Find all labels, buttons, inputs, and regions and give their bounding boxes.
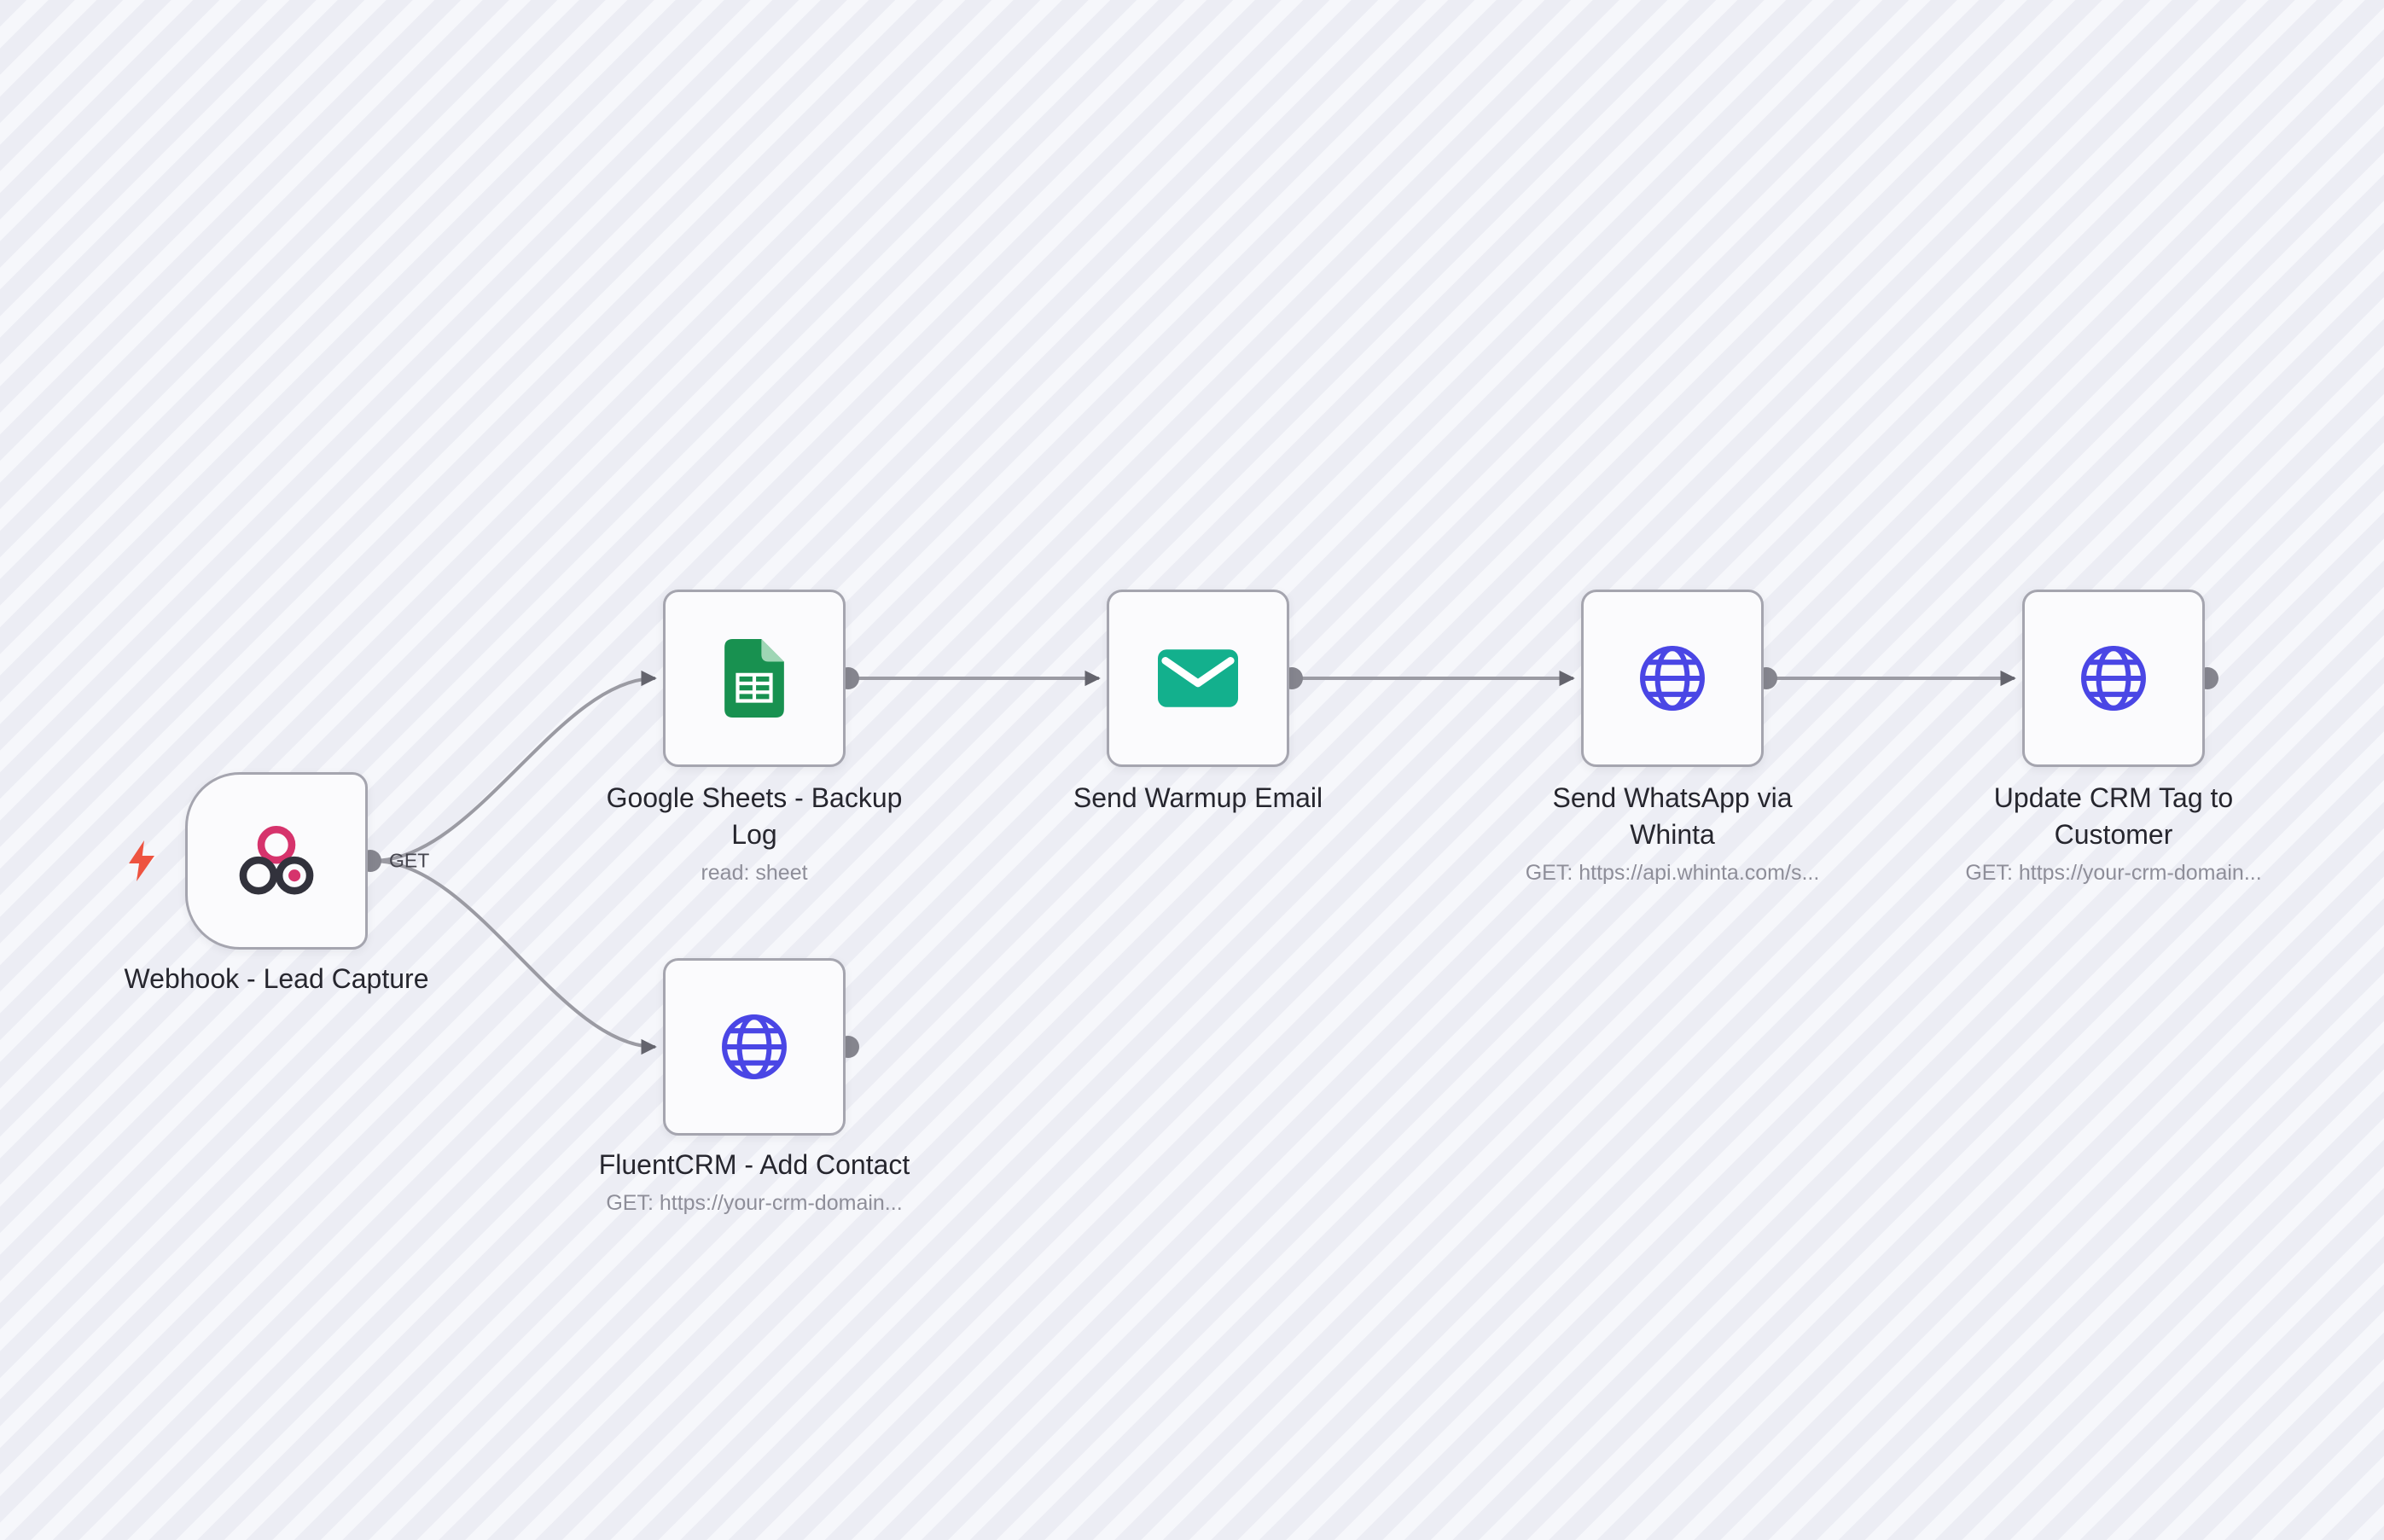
envelope-icon: [1158, 649, 1238, 707]
node-label: Webhook - Lead Capture: [124, 963, 429, 994]
globe-icon: [718, 1010, 791, 1084]
node-update-crm-tag-to-customer[interactable]: [2022, 590, 2205, 767]
node-caption-email: Send Warmup Email: [959, 780, 1437, 816]
node-send-warmup-email[interactable]: [1107, 590, 1289, 767]
connection-webhook-to-fluentcrm[interactable]: [372, 859, 657, 1055]
node-subtitle: read: sheet: [701, 861, 808, 885]
node-subtitle: GET: https://api.whinta.com/s...: [1525, 861, 1820, 885]
lightning-bolt-icon: [126, 838, 157, 884]
globe-icon: [1636, 642, 1709, 715]
node-webhook-lead-capture[interactable]: [185, 772, 368, 950]
node-caption-whatsapp: Send WhatsApp via Whinta GET: https://ap…: [1526, 780, 1820, 886]
node-caption-fluentcrm: FluentCRM - Add Contact GET: https://you…: [515, 1147, 993, 1216]
node-label: Send Warmup Email: [1073, 782, 1323, 813]
webhook-icon: [234, 818, 319, 904]
node-label: Send WhatsApp via Whinta: [1552, 782, 1793, 850]
google-sheets-icon: [724, 639, 784, 718]
node-caption-sheets: Google Sheets - Backup Log read: sheet: [588, 780, 921, 886]
node-fluentcrm-add-contact[interactable]: [663, 958, 846, 1136]
node-send-whatsapp-via-whinta[interactable]: [1581, 590, 1764, 767]
globe-icon: [2077, 642, 2150, 715]
node-caption-crmtag: Update CRM Tag to Customer GET: https://…: [1965, 780, 2261, 886]
node-subtitle: GET: https://your-crm-domain...: [606, 1191, 903, 1215]
output-badge-get: GET: [389, 849, 430, 872]
node-subtitle: GET: https://your-crm-domain...: [1965, 861, 2262, 885]
node-google-sheets-backup-log[interactable]: [663, 590, 846, 767]
node-label: Google Sheets - Backup Log: [606, 782, 903, 850]
node-caption-webhook: Webhook - Lead Capture: [38, 961, 515, 997]
node-label: Update CRM Tag to Customer: [1993, 782, 2234, 850]
node-label: FluentCRM - Add Contact: [598, 1149, 910, 1180]
